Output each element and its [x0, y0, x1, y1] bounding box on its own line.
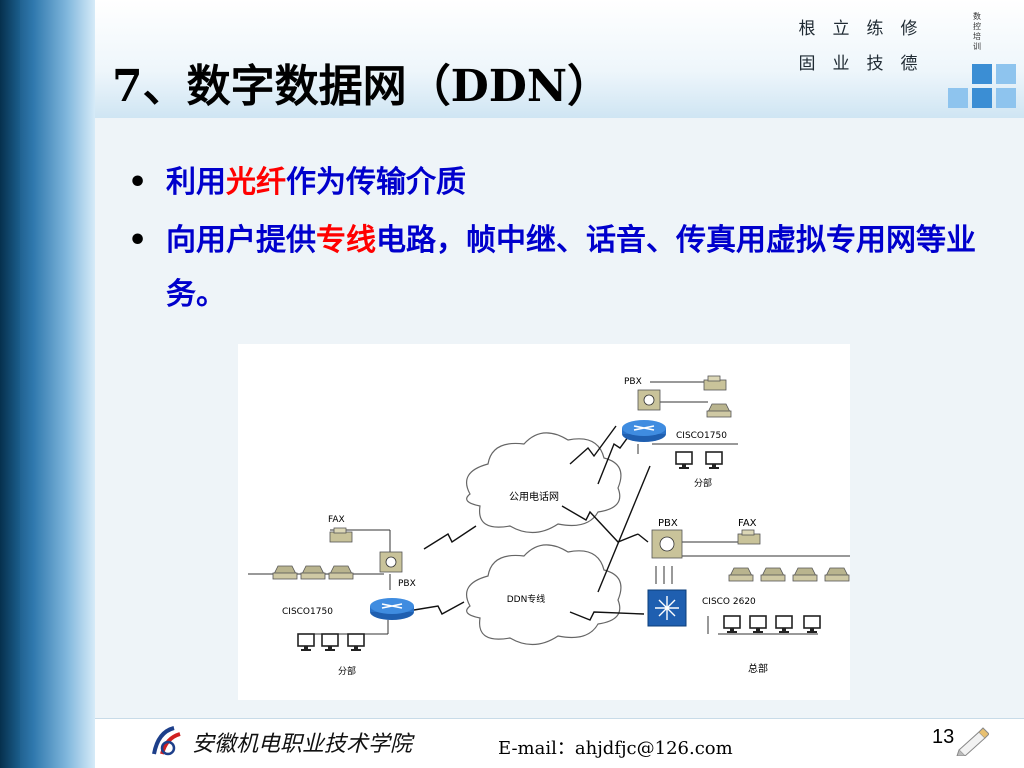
bullet-text-part: 利用: [166, 165, 226, 200]
bullet-text-part: 向用户提供: [166, 223, 316, 258]
fax-right-label: FAX: [738, 518, 757, 529]
router-right-label: CISCO 2620: [702, 597, 756, 607]
bullet-item: • 利用光纤作为传输介质: [128, 156, 988, 210]
fax-left-label: FAX: [328, 515, 345, 525]
title-banner: [95, 0, 1024, 118]
college-logo-icon: [152, 726, 181, 756]
college-name: 安徽机电职业技术学院: [192, 732, 413, 757]
decor-square: [972, 64, 992, 84]
pencil-icon: [956, 727, 989, 756]
bullet-list: • 利用光纤作为传输介质 • 向用户提供专线电路，帧中继、话音、传真用虚拟专用网等业…: [128, 156, 988, 326]
decor-square: [972, 88, 992, 108]
footer-bar: [95, 718, 1024, 768]
decor-square: [996, 88, 1016, 108]
lan-lines: [248, 381, 850, 635]
pbx-right-label: PBX: [658, 518, 678, 529]
pbx-left-label: PBX: [398, 579, 416, 589]
footer-email: E-mail：ahjdfjc@126.com: [498, 738, 733, 759]
highlight-text: 专线: [316, 223, 376, 258]
hq-label: 总部: [748, 662, 768, 675]
router-top-icon: [621, 419, 667, 443]
cloud-ddn-icon: [466, 544, 622, 646]
highlight-text: 光纤: [226, 165, 286, 200]
branch-left-label: 分部: [338, 665, 356, 677]
router-top-label: CISCO1750: [676, 431, 727, 441]
decor-square: [996, 64, 1016, 84]
left-decorative-bar: [0, 0, 95, 768]
motto-char: 德: [900, 54, 918, 74]
motto-side-text: 数控培训: [973, 12, 981, 51]
branch-top-label: 分部: [694, 477, 712, 489]
bullet-text-part: 作为传输介质: [286, 165, 466, 200]
bullet-text: 利用光纤作为传输介质: [166, 165, 466, 200]
pbx-right-icon: [651, 529, 683, 559]
router-left-icon: [369, 597, 415, 621]
bullet-dot-icon: •: [128, 223, 148, 258]
motto-char: 业: [832, 54, 850, 74]
motto-char: 固: [798, 54, 816, 74]
motto-calligraphy: 根 立 练 修 固 业 技 德: [790, 14, 926, 74]
page-number: 13: [932, 726, 955, 748]
motto-char: 立: [832, 19, 850, 39]
cloud-pstn-label: 公用电话网: [509, 490, 559, 503]
motto-char: 根: [798, 19, 816, 39]
bullet-dot-icon: •: [128, 165, 148, 200]
network-diagram-svg: 公用电话网 DDN专线: [248, 375, 850, 677]
slide-title: 7、数字数据网（DDN）: [112, 61, 612, 112]
bullet-item: • 向用户提供专线电路，帧中继、话音、传真用虚拟专用网等业务。: [128, 214, 988, 322]
router-left-label: CISCO1750: [282, 607, 333, 617]
pbx-top-icon: [637, 389, 661, 411]
switch-right-icon: [647, 589, 687, 627]
motto-char: 技: [866, 54, 884, 74]
bullet-text-part: 电路，帧中继、话音、传真用虚拟专用网等业务。: [166, 223, 976, 312]
cloud-ddn-label: DDN专线: [507, 593, 546, 605]
network-diagram: 公用电话网 DDN专线: [238, 344, 850, 700]
cloud-pstn-icon: [466, 432, 622, 534]
motto-char: 修: [900, 19, 918, 39]
decor-square: [948, 88, 968, 108]
bullet-text: 向用户提供专线电路，帧中继、话音、传真用虚拟专用网等业务。: [166, 223, 976, 312]
motto-char: 练: [866, 19, 884, 39]
pbx-top-label: PBX: [624, 377, 642, 387]
pbx-left-icon: [379, 551, 403, 573]
